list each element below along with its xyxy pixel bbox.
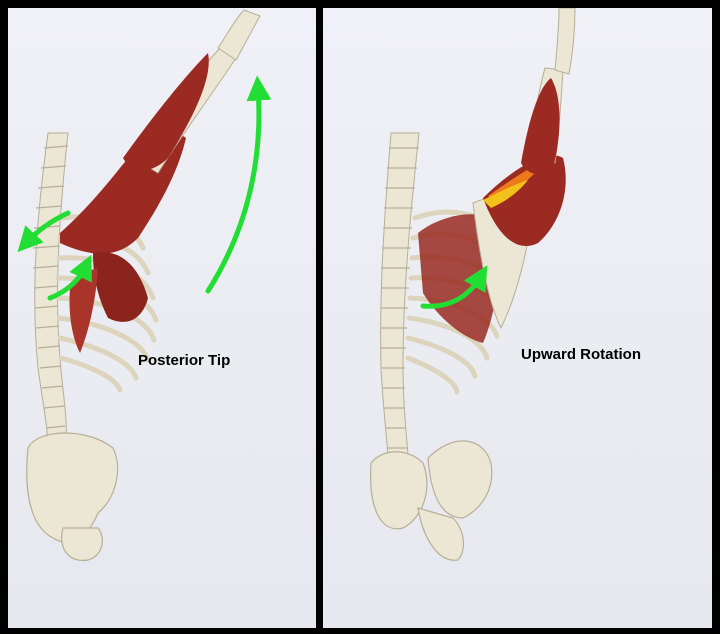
- panel-posterior-tip: Posterior Tip: [8, 8, 316, 628]
- caption-posterior-tip: Posterior Tip: [138, 352, 230, 369]
- panel-upward-rotation: Upward Rotation: [323, 8, 712, 628]
- upward-rotation-illustration: [323, 8, 712, 628]
- posterior-tip-illustration: [8, 8, 316, 628]
- caption-upward-rotation: Upward Rotation: [521, 346, 641, 363]
